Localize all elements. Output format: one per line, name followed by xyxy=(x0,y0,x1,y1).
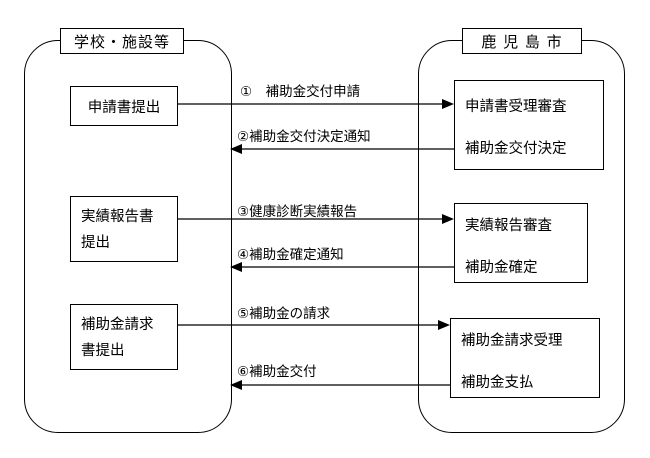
school-box-claim-line2: 書提出 xyxy=(81,343,125,359)
school-box-claim-line1: 補助金請求 xyxy=(81,317,154,333)
arrow-1-label: ① 補助金交付申請 xyxy=(240,84,361,100)
school-box-claim: 補助金請求 書提出 xyxy=(70,304,178,370)
city-box-claim-accept: 補助金請求受理 補助金支払 xyxy=(450,318,600,398)
city-box-report-review-line1: 実績報告審査 xyxy=(465,218,552,234)
school-box-report-line2: 提出 xyxy=(81,235,110,251)
school-box-application-text: 申請書提出 xyxy=(87,99,161,116)
arrow-3 xyxy=(178,214,454,224)
arrow-4 xyxy=(230,262,454,272)
city-box-claim-accept-line1: 補助金請求受理 xyxy=(461,333,563,349)
arrow-6 xyxy=(230,380,450,390)
city-box-review-line1: 申請書受理審査 xyxy=(465,99,567,115)
arrow-5 xyxy=(178,320,450,330)
city-box-report-review-line2: 補助金確定 xyxy=(465,260,538,276)
school-box-application: 申請書提出 xyxy=(70,86,178,126)
arrow-2-label: ②補助金交付決定通知 xyxy=(237,129,371,145)
arrow-2 xyxy=(230,144,454,154)
school-box-report-line1: 実績報告書 xyxy=(81,209,154,225)
city-box-claim-accept-line2: 補助金支払 xyxy=(461,375,534,391)
arrow-4-label: ④補助金確定通知 xyxy=(237,247,344,263)
school-lane-title: 学校・施設等 xyxy=(60,28,184,54)
arrow-3-label: ③健康診断実績報告 xyxy=(237,204,358,220)
city-box-report-review: 実績報告審査 補助金確定 xyxy=(454,203,588,283)
arrow-6-label: ⑥補助金交付 xyxy=(237,364,317,380)
city-box-review: 申請書受理審査 補助金交付決定 xyxy=(454,80,604,170)
arrow-5-label: ⑤補助金の請求 xyxy=(237,306,331,322)
city-lane-title: 鹿 児 島 市 xyxy=(462,28,582,54)
arrow-1 xyxy=(178,99,454,109)
city-box-review-line2: 補助金交付決定 xyxy=(465,141,567,157)
school-box-report: 実績報告書 提出 xyxy=(70,196,178,262)
